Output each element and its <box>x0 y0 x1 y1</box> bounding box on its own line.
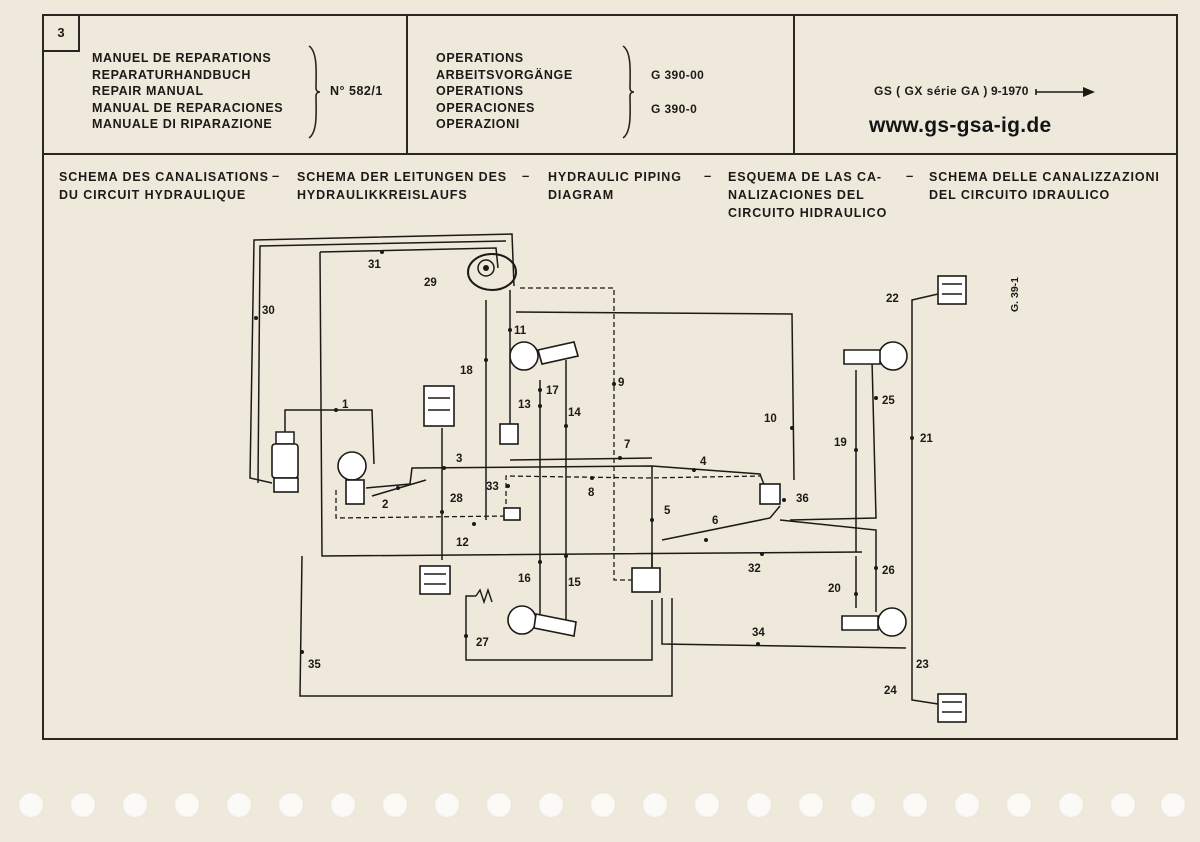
punch-hole <box>278 792 304 818</box>
model-cell: GS ( GX série GA ) 9-1970 www.gs-gsa-ig.… <box>795 16 1176 153</box>
page-number: 3 <box>44 16 80 52</box>
manual-title: MANUAL DE REPARACIONES <box>92 100 284 115</box>
caption-line: HYDRAULIC PIPING <box>548 170 682 184</box>
punch-hole <box>798 792 824 818</box>
caption-italian: SCHEMA DELLE CANALIZZAZIONI DEL CIRCUITO… <box>929 168 1160 204</box>
caption-line: DEL CIRCUITO IDRAULICO <box>929 188 1111 202</box>
model-label: GS ( GX série GA ) <box>874 84 988 98</box>
operation-code: G 390-00 <box>651 68 705 82</box>
caption-french: SCHEMA DES CANALISATIONS DU CIRCUIT HYDR… <box>59 168 269 204</box>
brace-icon <box>622 45 635 139</box>
punch-hole <box>954 792 980 818</box>
punch-hole <box>1058 792 1084 818</box>
punch-hole <box>1110 792 1136 818</box>
punch-hole <box>486 792 512 818</box>
operations-title: ARBEITSVORGÄNGE <box>436 67 573 82</box>
caption-line: SCHEMA DER LEITUNGEN DES <box>297 170 508 184</box>
punch-hole <box>1160 792 1186 818</box>
punch-hole <box>434 792 460 818</box>
punch-hole <box>694 792 720 818</box>
punch-hole <box>174 792 200 818</box>
caption-separator: – <box>272 168 280 183</box>
caption-line: HYDRAULIKKREISLAUFS <box>297 188 468 202</box>
manual-title: REPARATURHANDBUCH <box>92 67 252 82</box>
punch-hole <box>746 792 772 818</box>
operations-title: OPERAZIONI <box>436 117 520 132</box>
operations-title: OPERATIONS <box>436 51 524 65</box>
caption-separator: – <box>522 168 530 183</box>
caption-line: NALIZACIONES DEL <box>728 188 865 202</box>
caption-english: HYDRAULIC PIPING DIAGRAM <box>548 168 682 204</box>
punch-hole <box>122 792 148 818</box>
caption-line: CIRCUITO HIDRAULICO <box>728 206 888 220</box>
website-link[interactable]: www.gs-gsa-ig.de <box>869 114 1052 137</box>
punch-hole <box>70 792 96 818</box>
sheet-frame: 3 MANUEL DE REPARATIONS REPARATURHANDBUC… <box>42 14 1178 740</box>
header: 3 MANUEL DE REPARATIONS REPARATURHANDBUC… <box>44 16 1176 155</box>
punch-hole <box>330 792 356 818</box>
operations-cell: OPERATIONS ARBEITSVORGÄNGE OPERATIONS OP… <box>408 16 795 153</box>
arrow-right-icon <box>1035 87 1095 97</box>
caption-separator: – <box>906 168 914 183</box>
caption-line: DIAGRAM <box>548 188 615 202</box>
punch-hole <box>850 792 876 818</box>
manual-title: MANUALE DI RIPARAZIONE <box>92 117 273 132</box>
caption-row: SCHEMA DES CANALISATIONS DU CIRCUIT HYDR… <box>44 168 1176 228</box>
operations-titles: OPERATIONS ARBEITSVORGÄNGE OPERATIONS OP… <box>436 50 573 133</box>
punch-hole <box>1006 792 1032 818</box>
punch-hole <box>18 792 44 818</box>
binding-holes <box>0 792 1200 822</box>
caption-line: SCHEMA DELLE CANALIZZAZIONI <box>929 170 1160 184</box>
operation-code: G 390-0 <box>651 102 698 116</box>
manual-number: N° 582/1 <box>330 84 383 98</box>
punch-hole <box>538 792 564 818</box>
manual-title: MANUEL DE REPARATIONS <box>92 51 272 65</box>
caption-line: SCHEMA DES CANALISATIONS <box>59 170 269 184</box>
punch-hole <box>902 792 928 818</box>
punch-hole <box>226 792 252 818</box>
operations-title: OPERACIONES <box>436 100 535 115</box>
caption-line: ESQUEMA DE LAS CA- <box>728 170 882 184</box>
manual-titles: MANUEL DE REPARATIONS REPARATURHANDBUCH … <box>92 50 283 133</box>
manual-title: REPAIR MANUAL <box>92 84 204 99</box>
operations-title: OPERATIONS <box>436 84 524 99</box>
caption-line: DU CIRCUIT HYDRAULIQUE <box>59 188 247 202</box>
caption-spanish: ESQUEMA DE LAS CA- NALIZACIONES DEL CIRC… <box>728 168 887 222</box>
brace-icon <box>308 45 321 139</box>
punch-hole <box>590 792 616 818</box>
punch-hole <box>642 792 668 818</box>
caption-german: SCHEMA DER LEITUNGEN DES HYDRAULIKKREISL… <box>297 168 507 204</box>
punch-hole <box>382 792 408 818</box>
edition-date: 9-1970 <box>991 84 1029 98</box>
caption-separator: – <box>704 168 712 183</box>
manual-title-cell: 3 MANUEL DE REPARATIONS REPARATURHANDBUC… <box>44 16 408 153</box>
